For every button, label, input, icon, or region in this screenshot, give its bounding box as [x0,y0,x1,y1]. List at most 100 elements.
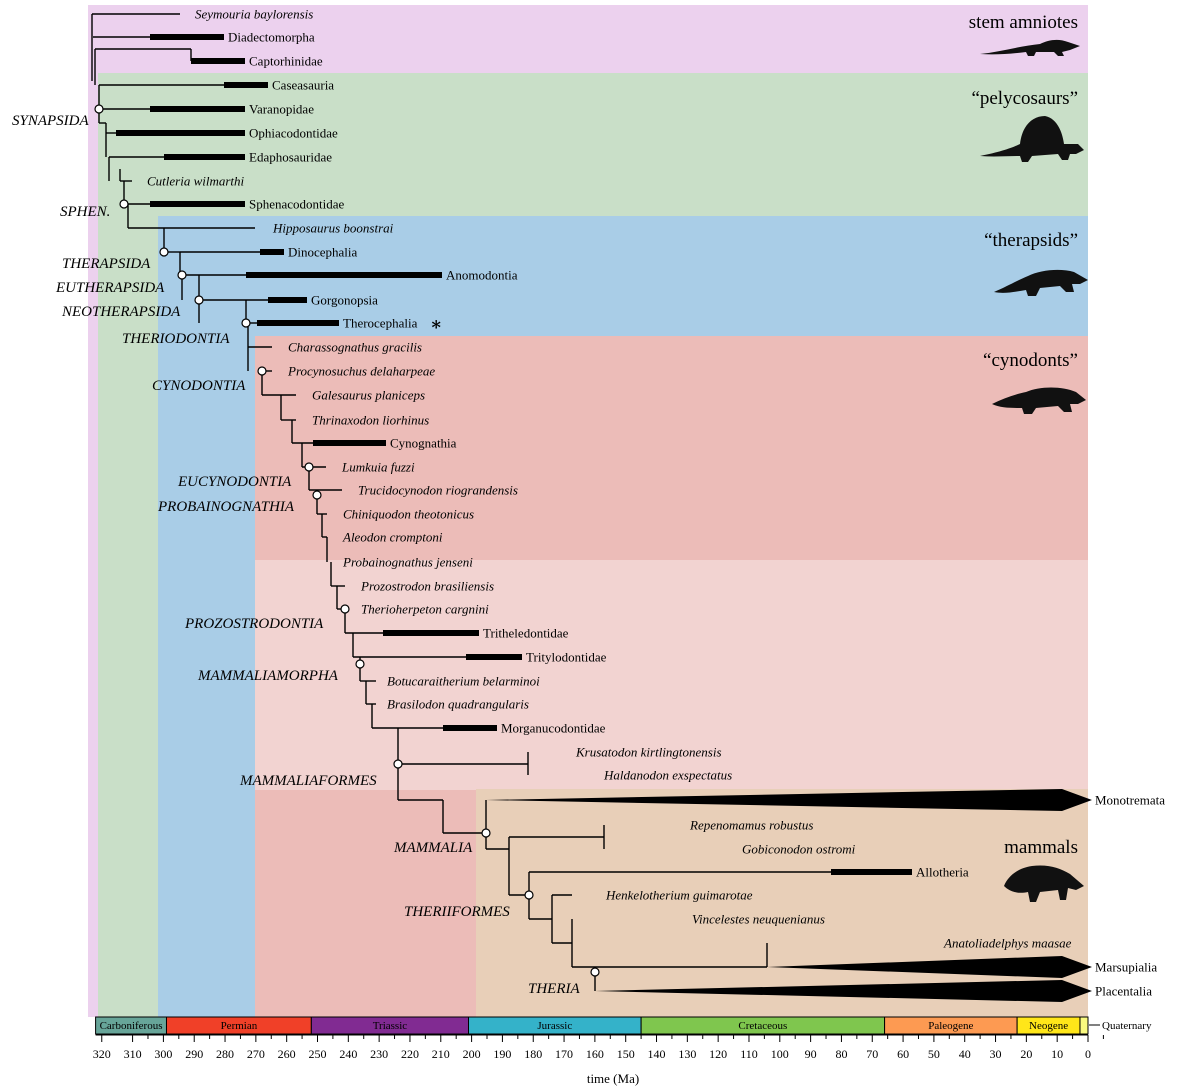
axis-tick: 270 [247,1035,272,1061]
clade-label-cynodontia: CYNODONTIA [152,378,246,394]
axis-tick: 0 [1085,1035,1104,1061]
animal-silhouettes [980,39,1088,902]
taxon-seymouria: Seymouria baylorensis [195,7,313,22]
taxon-ophiaco: Ophiacodontidae [116,126,338,141]
period-label: Paleogene [928,1020,973,1032]
clade-label-theriodontia: THERIODONTIA [122,331,230,347]
taxon-label: Probainognathus jenseni [342,555,473,570]
group-label-stem-amniotes: stem amniotes [969,12,1078,33]
taxon-label: Cutleria wilmarthi [147,174,245,189]
taxon-label: Gobiconodon ostromi [742,842,856,857]
period-label: Carboniferous [100,1020,163,1032]
tick-label: 150 [617,1047,635,1061]
band-mammals [476,789,1088,1017]
axis-tick: 320 [93,1035,111,1061]
therocephalia-annotation-star: ∗ [430,314,442,334]
taxon-label: Cynognathia [390,436,457,451]
taxon-label: Gorgonopsia [311,293,378,308]
taxon-label: Anomodontia [446,268,518,283]
group-bands [88,5,1088,1017]
taxon-label: Repenomamus robustus [689,818,813,833]
axis-tick: 130 [678,1035,704,1061]
tick-label: 0 [1085,1047,1091,1061]
node-marker-eutherapsida [177,270,187,280]
taxon-label: Sphenacodontidae [249,197,345,212]
taxon-label: Seymouria baylorensis [195,7,313,22]
tick-label: 40 [959,1047,971,1061]
tick-label: 200 [463,1047,481,1061]
clade-label-synapsida: SYNAPSIDA [12,113,90,129]
taxon-varanopid: Varanopidae [150,102,314,117]
taxon-thrinax: Thrinaxodon liorhinus [312,413,429,428]
tick-label: 10 [1051,1047,1063,1061]
tick-label: 240 [339,1047,357,1061]
taxon-label: Placentalia [1095,984,1152,999]
taxon-trithel: Tritheledontidae [383,626,569,641]
period-label: Triassic [373,1020,408,1032]
tick-label: 60 [897,1047,909,1061]
taxon-allother: Allotheria [831,865,969,880]
axis-tick: 290 [185,1035,211,1061]
taxon-charasso: Charassognathus gracilis [288,340,422,355]
tick-label: 280 [216,1047,234,1061]
taxon-label: Anatoliadelphys maasae [943,936,1072,951]
period-carboniferous: Carboniferous [95,1016,167,1035]
taxon-henkelo: Henkelotherium guimarotae [605,888,753,903]
group-label-cynodonts: “cynodonts” [983,350,1078,371]
taxon-label: Chiniquodon theotonicus [343,507,474,522]
tick-label: 100 [771,1047,789,1061]
clade-label-sphen: SPHEN. [60,204,110,220]
taxon-label: Krusatodon kirtlingtonensis [575,745,722,760]
taxon-procyno: Procynosuchus delaharpeae [287,364,435,379]
tick-label: 90 [805,1047,817,1061]
taxon-krusato: Krusatodon kirtlingtonensis [575,745,722,760]
taxon-chiniq: Chiniquodon theotonicus [343,507,474,522]
axis-tick: 300 [154,1035,180,1061]
axis-tick: 170 [555,1035,580,1061]
taxon-edaphos: Edaphosauridae [164,150,332,165]
taxon-hipposaurus: Hipposaurus boonstrai [272,221,394,236]
taxon-haldan: Haldanodon exspectatus [603,768,732,783]
taxon-vincel: Vincelestes neuquenianus [692,912,825,927]
clade-label-mammaliaformes: MAMMALIAFORMES [239,773,377,789]
therapsid-silhouette-icon [994,269,1088,296]
node-marker-neotherapsida [194,295,204,305]
tick-label: 30 [990,1047,1002,1061]
taxon-cynog: Cynognathia [313,436,457,451]
expanding-lineage-arrow [595,980,1092,1002]
clade-label-prozostrodontia: PROZOSTRODONTIA [184,616,324,632]
taxon-label: Vincelestes neuquenianus [692,912,825,927]
axis-tick: 230 [370,1035,396,1061]
clade-label-mammalia: MAMMALIA [393,840,473,856]
node-marker-prozostrodontia [340,604,350,614]
axis-tick: 260 [278,1035,303,1061]
clade-label-eutherapsida: EUTHERAPSIDA [55,280,165,296]
node-marker-mammalia [481,828,491,838]
taxon-prozost: Prozostrodon brasiliensis [360,579,494,594]
taxon-label: Edaphosauridae [249,150,332,165]
taxon-brasilo: Brasilodon quadrangularis [387,697,529,712]
axis-tick: 60 [897,1035,919,1061]
axis-tick: 180 [524,1035,550,1061]
clade-labels: SYNAPSIDASPHEN.THERAPSIDAEUTHERAPSIDANEO… [12,104,600,997]
taxon-label: Tritylodontidae [526,650,607,665]
taxon-anomodont: Anomodontia [246,268,518,283]
axis-tick: 10 [1051,1035,1074,1061]
taxon-label: Monotremata [1095,793,1165,808]
tick-label: 260 [278,1047,296,1061]
group-label-mammals: mammals [1004,837,1078,858]
taxon-anatol: Anatoliadelphys maasae [943,936,1072,951]
tick-label: 180 [524,1047,542,1061]
group-labels: stem amniotes “pelycosaurs” “therapsids”… [969,12,1078,858]
taxon-label: Marsupialia [1095,960,1157,975]
taxon-gorgon: Gorgonopsia [268,293,378,308]
axis-tick: 120 [709,1035,735,1061]
axis-tick: 200 [463,1035,488,1061]
tick-label: 160 [586,1047,604,1061]
axis-tick: 90 [805,1035,827,1061]
clade-label-therapsida: THERAPSIDA [62,256,151,272]
taxon-label: Procynosuchus delaharpeae [287,364,435,379]
taxon-label: Dinocephalia [288,245,358,260]
taxon-label: Botucaraitherium belarminoi [387,674,540,689]
